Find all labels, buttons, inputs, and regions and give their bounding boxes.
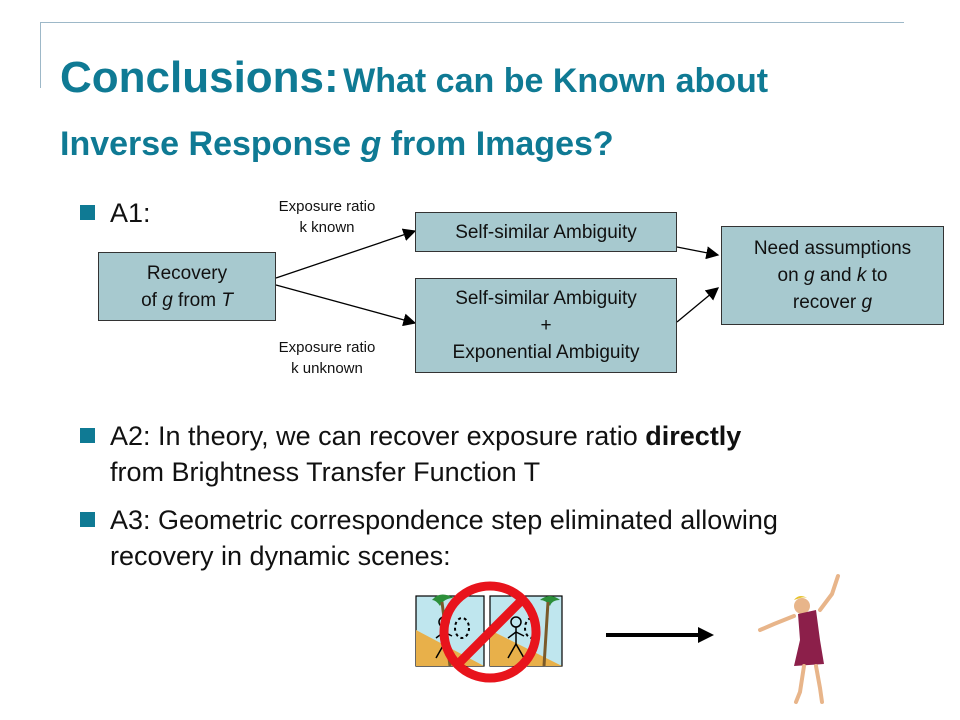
arrow-right-icon — [606, 627, 714, 643]
title-line2-pre: Inverse Response — [60, 125, 361, 163]
frame-left-line — [40, 22, 41, 88]
arrow-to-need-top — [676, 246, 720, 260]
frame-top-line — [40, 22, 904, 23]
prohibition-icon — [439, 581, 541, 683]
arrow-known — [275, 228, 417, 279]
label-known: Exposure ratio k known — [278, 198, 376, 236]
title-rest-line1: What can be Known about — [343, 62, 769, 100]
title-line2-var: g — [360, 125, 382, 163]
label-unknown: Exposure ratio k unknown — [278, 339, 376, 377]
arrow-to-need-bottom — [676, 287, 720, 323]
title-main: Conclusions: — [60, 53, 339, 102]
scene-images — [415, 581, 563, 683]
self-similar-box: Self-similar Ambiguity — [415, 212, 677, 252]
a2-text: A2: In theory, we can recover exposure r… — [110, 421, 742, 487]
page-title: Conclusions: What can be Known about Inv… — [60, 50, 940, 172]
dancer-icon — [758, 574, 840, 704]
recovery-line1: Recovery — [146, 262, 228, 284]
combined-ambiguity-box: Self-similar Ambiguity + Exponential Amb… — [415, 278, 677, 373]
bullet-square-icon — [80, 428, 95, 443]
bullet-square-icon — [80, 512, 95, 527]
bullet-square-icon — [80, 205, 95, 220]
title-line2-post: from Images? — [381, 125, 614, 163]
recovery-box: Recovery of g from T — [98, 252, 276, 321]
arrow-unknown — [275, 284, 417, 327]
need-assumptions-box: Need assumptions on g and k to recover g — [721, 226, 944, 325]
a1-label: A1: — [110, 198, 151, 228]
recovery-line2: of g from T — [141, 289, 233, 311]
a3-text: A3: Geometric correspondence step elimin… — [110, 505, 778, 571]
